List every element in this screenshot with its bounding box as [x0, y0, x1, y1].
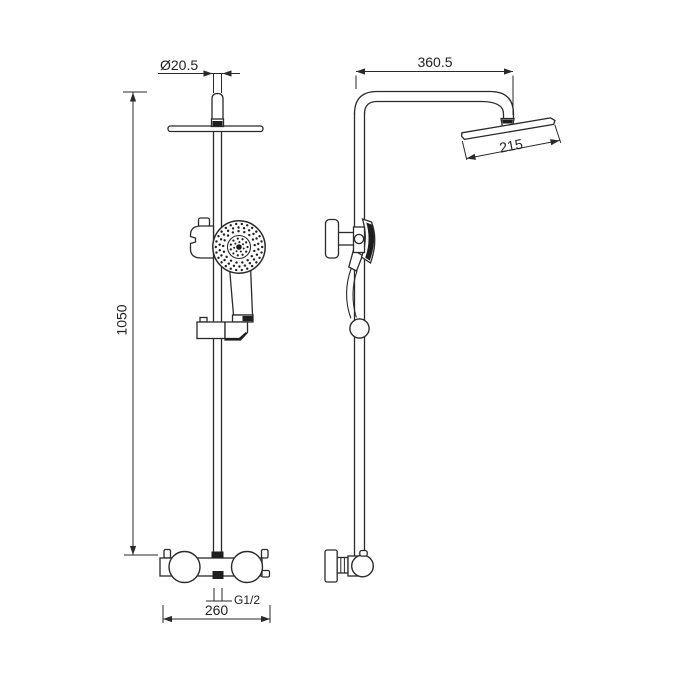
dim-arm-reach: 360.5 — [355, 54, 514, 115]
spray-nozzle-dots — [214, 222, 264, 272]
riser-top-cap — [211, 92, 224, 122]
valve-outlet — [212, 571, 224, 579]
valve-top-button — [359, 549, 368, 557]
hose-ball-connector — [349, 318, 370, 339]
valve-left-knob — [168, 550, 201, 584]
hand-shower-side — [348, 217, 376, 272]
rail-slider-clamp — [196, 316, 249, 341]
side-view: 360.5 215 — [324, 54, 562, 583]
dim-valve-width: 260 — [162, 602, 271, 623]
valve-wall-plate — [324, 549, 338, 583]
riser-pipe — [212, 130, 223, 553]
valve-right-lever — [260, 548, 269, 559]
dim-pipe-diameter: Ø20.5 — [158, 57, 240, 93]
riser-and-arm — [353, 90, 515, 557]
dim-label-column-height: 1050 — [114, 304, 130, 335]
dim-label-pipe-diameter: Ø20.5 — [160, 57, 198, 73]
clamp-pivot-knob — [353, 233, 365, 245]
dim-label-outlet-thread: G1/2 — [234, 593, 260, 607]
dim-label-arm-reach: 360.5 — [417, 54, 452, 70]
overhead-shower-side — [461, 117, 556, 141]
valve-knob-side — [351, 554, 375, 578]
valve-left-lever — [163, 548, 172, 559]
dim-column-height: 1050 — [114, 91, 158, 556]
hand-shower-face-side — [365, 222, 375, 261]
dim-label-head-size: 215 — [498, 135, 524, 155]
valve-side-tab — [260, 569, 271, 578]
dim-head-size: 215 — [461, 124, 562, 161]
thermostatic-valve-side — [324, 549, 375, 583]
valve-inlet-nut — [211, 551, 224, 558]
front-view: Ø20.5 1050 — [114, 57, 271, 623]
upper-wall-bracket — [324, 218, 356, 259]
callout-outlet-thread: G1/2 — [206, 588, 260, 607]
hand-shower-handle — [228, 265, 254, 323]
hand-shower-holder — [189, 217, 215, 259]
hand-shower-face — [212, 220, 266, 274]
shower-hose — [346, 268, 358, 319]
head-connector-nut — [210, 118, 225, 128]
valve-wall-nut — [336, 556, 349, 574]
thermostatic-valve-front — [159, 548, 271, 584]
valve-right-knob — [230, 550, 264, 584]
dim-label-valve-width: 260 — [205, 602, 229, 618]
